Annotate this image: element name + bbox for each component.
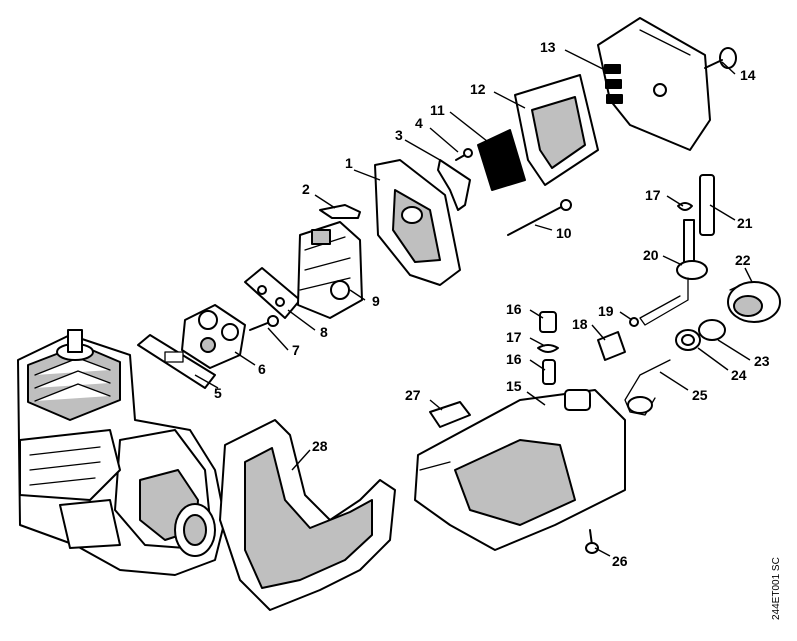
part-13-filter-cover xyxy=(597,17,711,151)
part-9-carburetor xyxy=(297,221,363,319)
part-4-screw xyxy=(455,148,473,161)
callout-10: 10 xyxy=(556,225,572,241)
part-2-lever xyxy=(319,204,361,219)
part-24-seal-ring xyxy=(675,329,701,351)
callout-3: 3 xyxy=(395,127,403,143)
callout-22: 22 xyxy=(735,252,751,268)
part-17-clip-lower xyxy=(537,344,559,353)
part-27-label xyxy=(429,401,471,428)
callout-5: 5 xyxy=(214,385,222,401)
part-1-base-plate xyxy=(374,159,461,286)
part-23-cap-insert xyxy=(698,319,726,341)
callout-2: 2 xyxy=(302,181,310,197)
engine-crankcase xyxy=(17,329,226,576)
callout-4: 4 xyxy=(415,115,423,131)
callout-17-lower: 17 xyxy=(506,329,522,345)
part-25-retainer xyxy=(624,359,671,416)
part-7-screw xyxy=(249,315,279,331)
part-10-screw xyxy=(507,199,572,236)
callout-8: 8 xyxy=(320,324,328,340)
part-15-fuel-tank xyxy=(414,389,626,551)
callout-16-lower: 16 xyxy=(506,351,522,367)
callout-11: 11 xyxy=(430,102,445,118)
part-14-knob xyxy=(704,47,737,69)
part-21-hose xyxy=(699,174,715,236)
callout-12: 12 xyxy=(470,81,486,97)
callout-20: 20 xyxy=(643,247,659,263)
callout-13: 13 xyxy=(540,39,556,55)
callout-1: 1 xyxy=(345,155,353,171)
part-3-bracket xyxy=(437,159,471,211)
part-6-intake-manifold xyxy=(181,304,246,369)
callout-24: 24 xyxy=(731,367,747,383)
callout-28: 28 xyxy=(312,438,328,454)
part-20-fuel-line-grommet xyxy=(639,219,708,326)
part-12-air-filter xyxy=(514,74,599,186)
callout-23: 23 xyxy=(754,353,770,369)
callout-26: 26 xyxy=(612,553,628,569)
callout-6: 6 xyxy=(258,361,266,377)
reference-code: 244ET001 SC xyxy=(771,557,782,620)
part-28-support-frame xyxy=(219,419,396,611)
callout-18: 18 xyxy=(572,316,588,332)
callout-19: 19 xyxy=(598,303,614,319)
callout-21: 21 xyxy=(737,215,753,231)
part-16-fitting-upper xyxy=(539,311,557,333)
callout-27: 27 xyxy=(405,387,421,403)
callout-25: 25 xyxy=(692,387,708,403)
callout-16-upper: 16 xyxy=(506,301,522,317)
callout-14: 14 xyxy=(740,67,756,83)
part-8-gasket xyxy=(244,267,301,319)
callout-15: 15 xyxy=(506,378,522,394)
part-11-filter-screen xyxy=(477,129,526,191)
callout-17-upper: 17 xyxy=(645,187,661,203)
part-16-fitting-lower xyxy=(542,359,556,385)
part-26-screw xyxy=(585,529,599,554)
part-22-tank-cap xyxy=(727,281,781,323)
callout-7: 7 xyxy=(292,342,300,358)
callout-9: 9 xyxy=(372,293,380,309)
